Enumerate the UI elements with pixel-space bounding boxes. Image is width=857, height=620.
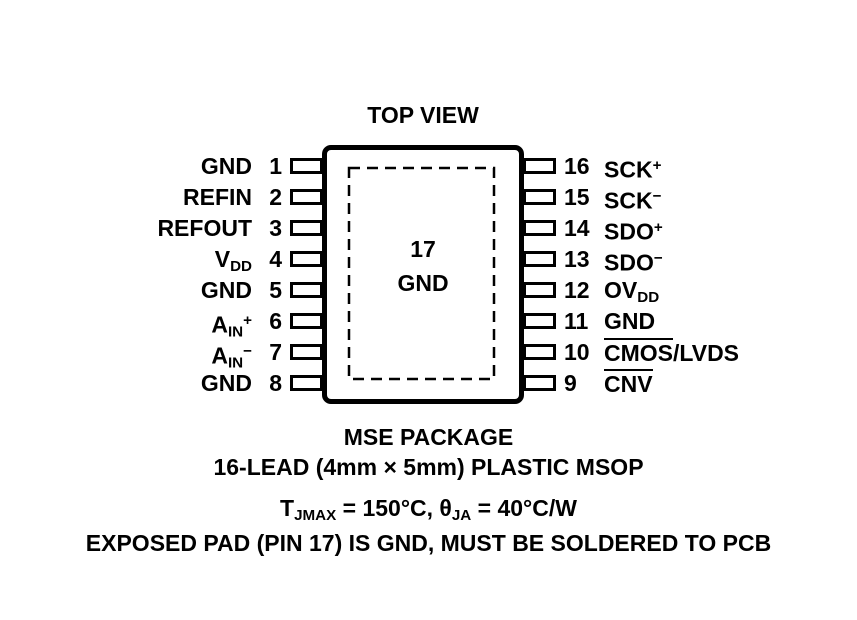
package-name: MSE PACKAGE [343,424,514,450]
label-segment: REFIN [183,184,252,210]
label-segment: CNV [604,369,653,397]
pin-lead-16 [523,158,556,174]
pin-number-12: 12 [564,277,590,303]
pin-label-left-5: GND [40,276,252,304]
label-segment: + [653,219,663,236]
pin-lead-2 [290,189,323,205]
pin-label-right-15: SCK− [604,183,854,214]
pin-number-11: 11 [564,308,589,334]
pin-label-right-10: CMOS/LVDS [604,338,854,366]
label-segment: GND [200,277,252,303]
exposed-pad-note: EXPOSED PAD (PIN 17) IS GND, MUST BE SOL… [85,530,772,556]
pin-number-4: 4 [269,246,282,272]
pin-lead-11 [523,313,556,329]
pin-label-left-1: GND [40,152,252,180]
label-segment: /LVDS [673,340,740,366]
label-segment: JA [451,506,472,524]
label-segment: θ [439,495,452,521]
pin-number-9: 9 [564,370,577,396]
label-segment: OV [604,277,638,303]
pin-number-7: 7 [269,339,282,365]
pin-label-right-12: OVDD [604,276,854,306]
pin-number-14: 14 [564,215,590,241]
pin-number-3: 3 [269,215,282,241]
label-segment: GND [604,308,656,334]
pin-lead-1 [290,158,323,174]
pin-lead-12 [523,282,556,298]
label-segment: SCK [604,156,653,183]
pin-lead-10 [523,344,556,360]
label-segment: IN [227,354,244,372]
label-segment: DD [230,257,252,275]
pin-lead-7 [290,344,323,360]
pin-number-16: 16 [564,153,590,179]
pin-lead-8 [290,375,323,391]
label-segment: GND [200,153,252,179]
label-segment: A [211,342,228,369]
label-segment: V [214,246,231,272]
pin-number-15: 15 [564,184,590,210]
label-segment: SDO [604,218,654,245]
package-outline: 17 GND [322,145,524,404]
label-segment: − [243,343,252,360]
pin-label-left-6: AIN+ [40,307,252,341]
pin-lead-6 [290,313,323,329]
label-segment: = 150°C, [336,495,440,521]
thermal-spec: TJMAX = 150°C, θJA = 40°C/W [0,495,857,524]
pin-label-left-3: REFOUT [40,214,252,242]
label-segment: = 40°C/W [471,495,577,521]
pin-label-left-2: REFIN [40,183,252,211]
pin-lead-15 [523,189,556,205]
pin-label-right-16: SCK+ [604,152,854,183]
pin-lead-3 [290,220,323,236]
label-segment: SDO [604,249,654,276]
pin-lead-4 [290,251,323,267]
exposed-pad-label: GND [397,270,449,296]
label-segment: SCK [604,187,653,214]
label-segment: − [653,250,663,267]
label-segment: REFOUT [157,215,252,241]
label-segment: JMAX [294,506,337,524]
pin-number-13: 13 [564,246,590,272]
pin-lead-5 [290,282,323,298]
pin-label-left-8: GND [40,369,252,397]
pin-label-right-13: SDO− [604,245,854,276]
label-segment: GND [200,370,252,396]
pin-number-5: 5 [269,277,282,303]
label-segment: − [652,188,662,205]
label-segment: + [652,157,662,174]
exposed-pad-outline [347,166,496,381]
pin-lead-9 [523,375,556,391]
pin-label-right-11: GND [604,307,854,335]
pin-number-2: 2 [269,184,282,210]
pin-label-right-14: SDO+ [604,214,854,245]
label-segment: DD [637,288,660,306]
pin-number-10: 10 [564,339,590,365]
label-segment: CMOS [604,338,673,366]
label-segment: A [211,311,228,338]
exposed-pad-number: 17 [410,236,436,262]
pin-lead-13 [523,251,556,267]
pin-number-6: 6 [269,308,282,334]
pin-number-1: 1 [269,153,282,179]
pin-number-8: 8 [269,370,282,396]
exposed-pad-text: 17 GND [327,232,519,300]
label-segment: T [280,495,295,521]
pin-label-left-4: VDD [40,245,252,275]
pin-label-right-9: CNV [604,369,854,397]
top-view-label: TOP VIEW [367,102,479,128]
label-segment: IN [227,323,244,341]
label-segment: + [243,312,252,329]
pin-lead-14 [523,220,556,236]
package-description: 16-LEAD (4mm × 5mm) PLASTIC MSOP [213,454,644,480]
pin-label-left-7: AIN− [40,338,252,372]
